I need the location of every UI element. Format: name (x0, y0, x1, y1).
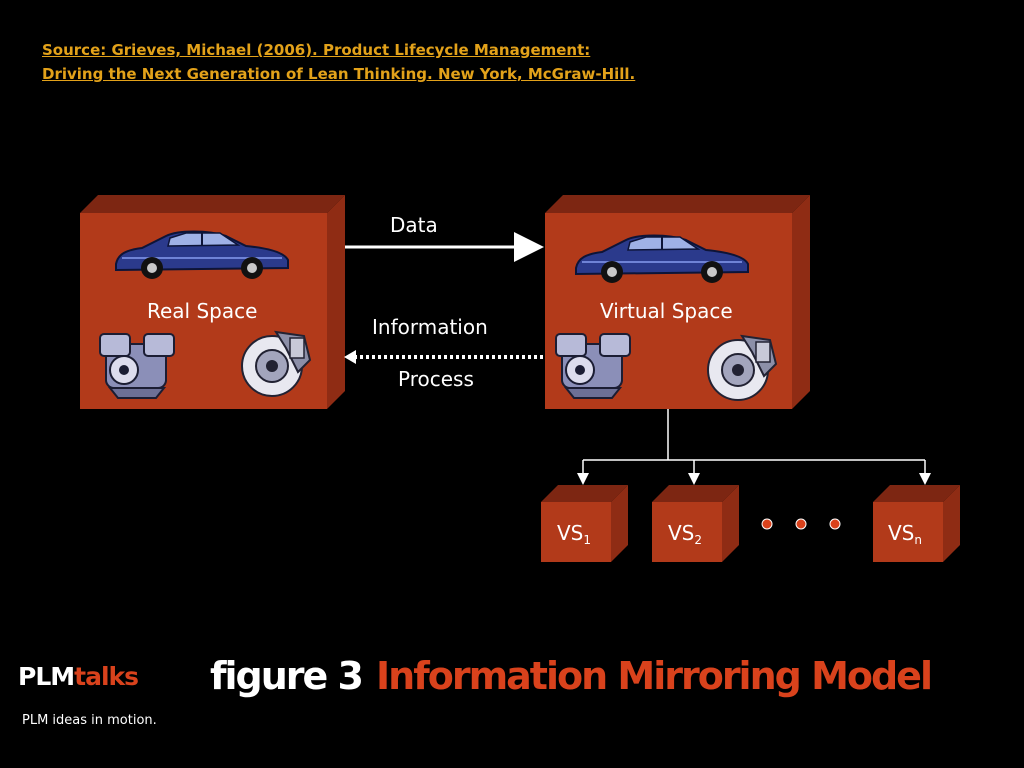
plmtalks-logo: PLMtalks (18, 662, 139, 691)
engine-icon (99, 333, 175, 399)
source-line-2[interactable]: Driving the Next Generation of Lean Thin… (42, 65, 636, 83)
figure-number: figure 3 (210, 654, 364, 698)
vsn-box (873, 485, 960, 562)
information-label: Information (372, 315, 488, 339)
vs2-sub: 2 (694, 533, 703, 547)
figure-title: figure 3 Information Mirroring Model (210, 654, 933, 698)
vs-connector (577, 409, 931, 485)
engine-icon (555, 333, 631, 399)
vsn-main: VS (888, 521, 915, 545)
vs1-label: VS1 (557, 521, 591, 547)
ellipsis-dot (761, 518, 773, 530)
logo-talks: talks (74, 662, 139, 691)
real-space-label: Real Space (147, 299, 258, 323)
vs1-main: VS (557, 521, 584, 545)
vs1-box (541, 485, 628, 562)
ellipsis-dot (829, 518, 841, 530)
virtual-space-label: Virtual Space (600, 299, 733, 323)
vs1-sub: 1 (583, 533, 592, 547)
vs2-label: VS2 (668, 521, 702, 547)
source-citation[interactable]: Source: Grieves, Michael (2006). Product… (42, 38, 635, 86)
vsn-label: VSn (888, 521, 922, 547)
process-label: Process (398, 367, 474, 391)
information-arrowhead (344, 350, 356, 364)
source-line-1[interactable]: Source: Grieves, Michael (2006). Product… (42, 41, 591, 59)
vs2-box (652, 485, 739, 562)
vs2-main: VS (668, 521, 695, 545)
vsn-sub: n (914, 533, 922, 547)
logo-plm: PLM (18, 662, 75, 691)
figure-name: Information Mirroring Model (376, 654, 933, 698)
ellipsis-dot (795, 518, 807, 530)
tagline: PLM ideas in motion. (22, 713, 157, 728)
data-label: Data (390, 213, 438, 237)
